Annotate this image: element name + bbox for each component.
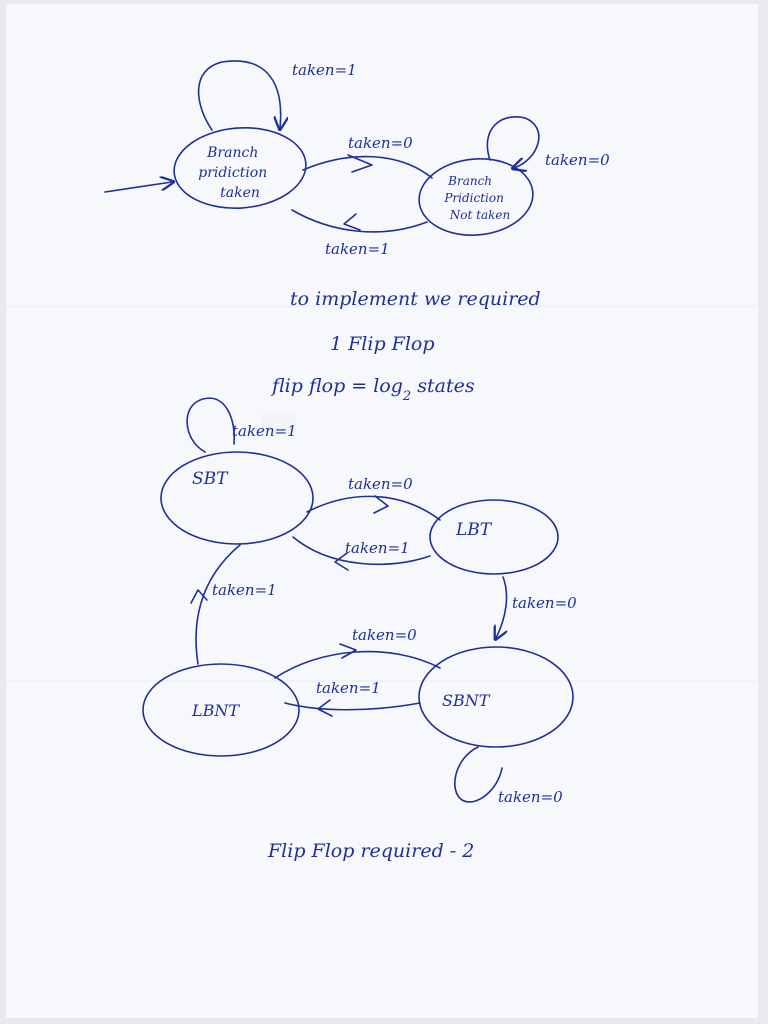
state-circle	[160, 451, 314, 545]
arrowhead	[334, 552, 349, 571]
edge-label: taken=0	[348, 134, 413, 152]
note-line: 1 Flip Flop	[330, 333, 435, 355]
paper-fold-line	[6, 305, 758, 309]
edge-label: taken=1	[325, 240, 390, 258]
paper-smudge	[262, 412, 296, 432]
note-line: to implement we required	[290, 288, 541, 310]
initial-state-arrow	[104, 182, 172, 193]
paper-sheet	[6, 4, 758, 1018]
state-branch-prediction-taken: Branch pridiction taken	[173, 127, 307, 209]
edge-label: taken=0	[498, 788, 563, 806]
state-label: LBNT	[191, 701, 240, 720]
state-lbnt: LBNT	[142, 663, 300, 757]
arrowhead	[343, 213, 361, 231]
edge-label: taken=0	[348, 475, 413, 493]
arrowhead	[190, 589, 208, 604]
transition-arrow	[291, 209, 428, 233]
state-sbnt: SBNT	[418, 646, 574, 748]
state-label: Branch Pridiction Not taken	[443, 174, 510, 222]
edge-label: taken=0	[352, 626, 417, 644]
state-circle	[418, 646, 574, 748]
arrowhead	[339, 643, 357, 659]
state-circle	[429, 499, 559, 575]
edge-label: taken=0	[545, 151, 610, 169]
self-loop-arrow	[454, 746, 503, 803]
state-label: LBT	[455, 520, 493, 540]
state-label: SBNT	[442, 691, 491, 710]
edge-label: taken=0	[512, 594, 577, 612]
transition-arrow	[274, 650, 441, 679]
arrowhead	[317, 699, 333, 717]
transition-arrow	[496, 576, 507, 638]
self-loop-arrow	[186, 397, 236, 453]
edge-label: taken=1	[232, 422, 297, 440]
edge-label: taken=1	[212, 581, 277, 599]
state-sbt: SBT	[160, 451, 314, 545]
conclusion-text: Flip Flop required - 2	[267, 840, 474, 862]
state-label: SBT	[192, 469, 229, 489]
transition-arrow	[306, 495, 441, 521]
edge-label: taken=1	[345, 539, 410, 557]
paper-fold-line	[6, 680, 758, 684]
arrowhead	[373, 495, 389, 514]
self-loop-arrow	[197, 60, 281, 130]
transition-arrow	[302, 155, 433, 179]
transition-arrow	[195, 544, 241, 665]
state-lbt: LBT	[429, 499, 559, 575]
state-circle	[173, 127, 307, 209]
edge-label: taken=1	[316, 679, 381, 697]
transition-arrow	[284, 702, 421, 711]
state-circle	[142, 663, 300, 757]
note-formula: flip flop = log2 states	[270, 375, 475, 404]
state-label: Branch pridiction taken	[198, 145, 271, 201]
arrowhead	[347, 154, 373, 173]
self-loop-arrow	[486, 116, 540, 168]
edge-label: taken=1	[292, 61, 357, 79]
state-branch-prediction-not-taken: Branch Pridiction Not taken	[418, 158, 534, 236]
transition-arrow	[292, 536, 431, 566]
state-circle	[418, 158, 534, 236]
